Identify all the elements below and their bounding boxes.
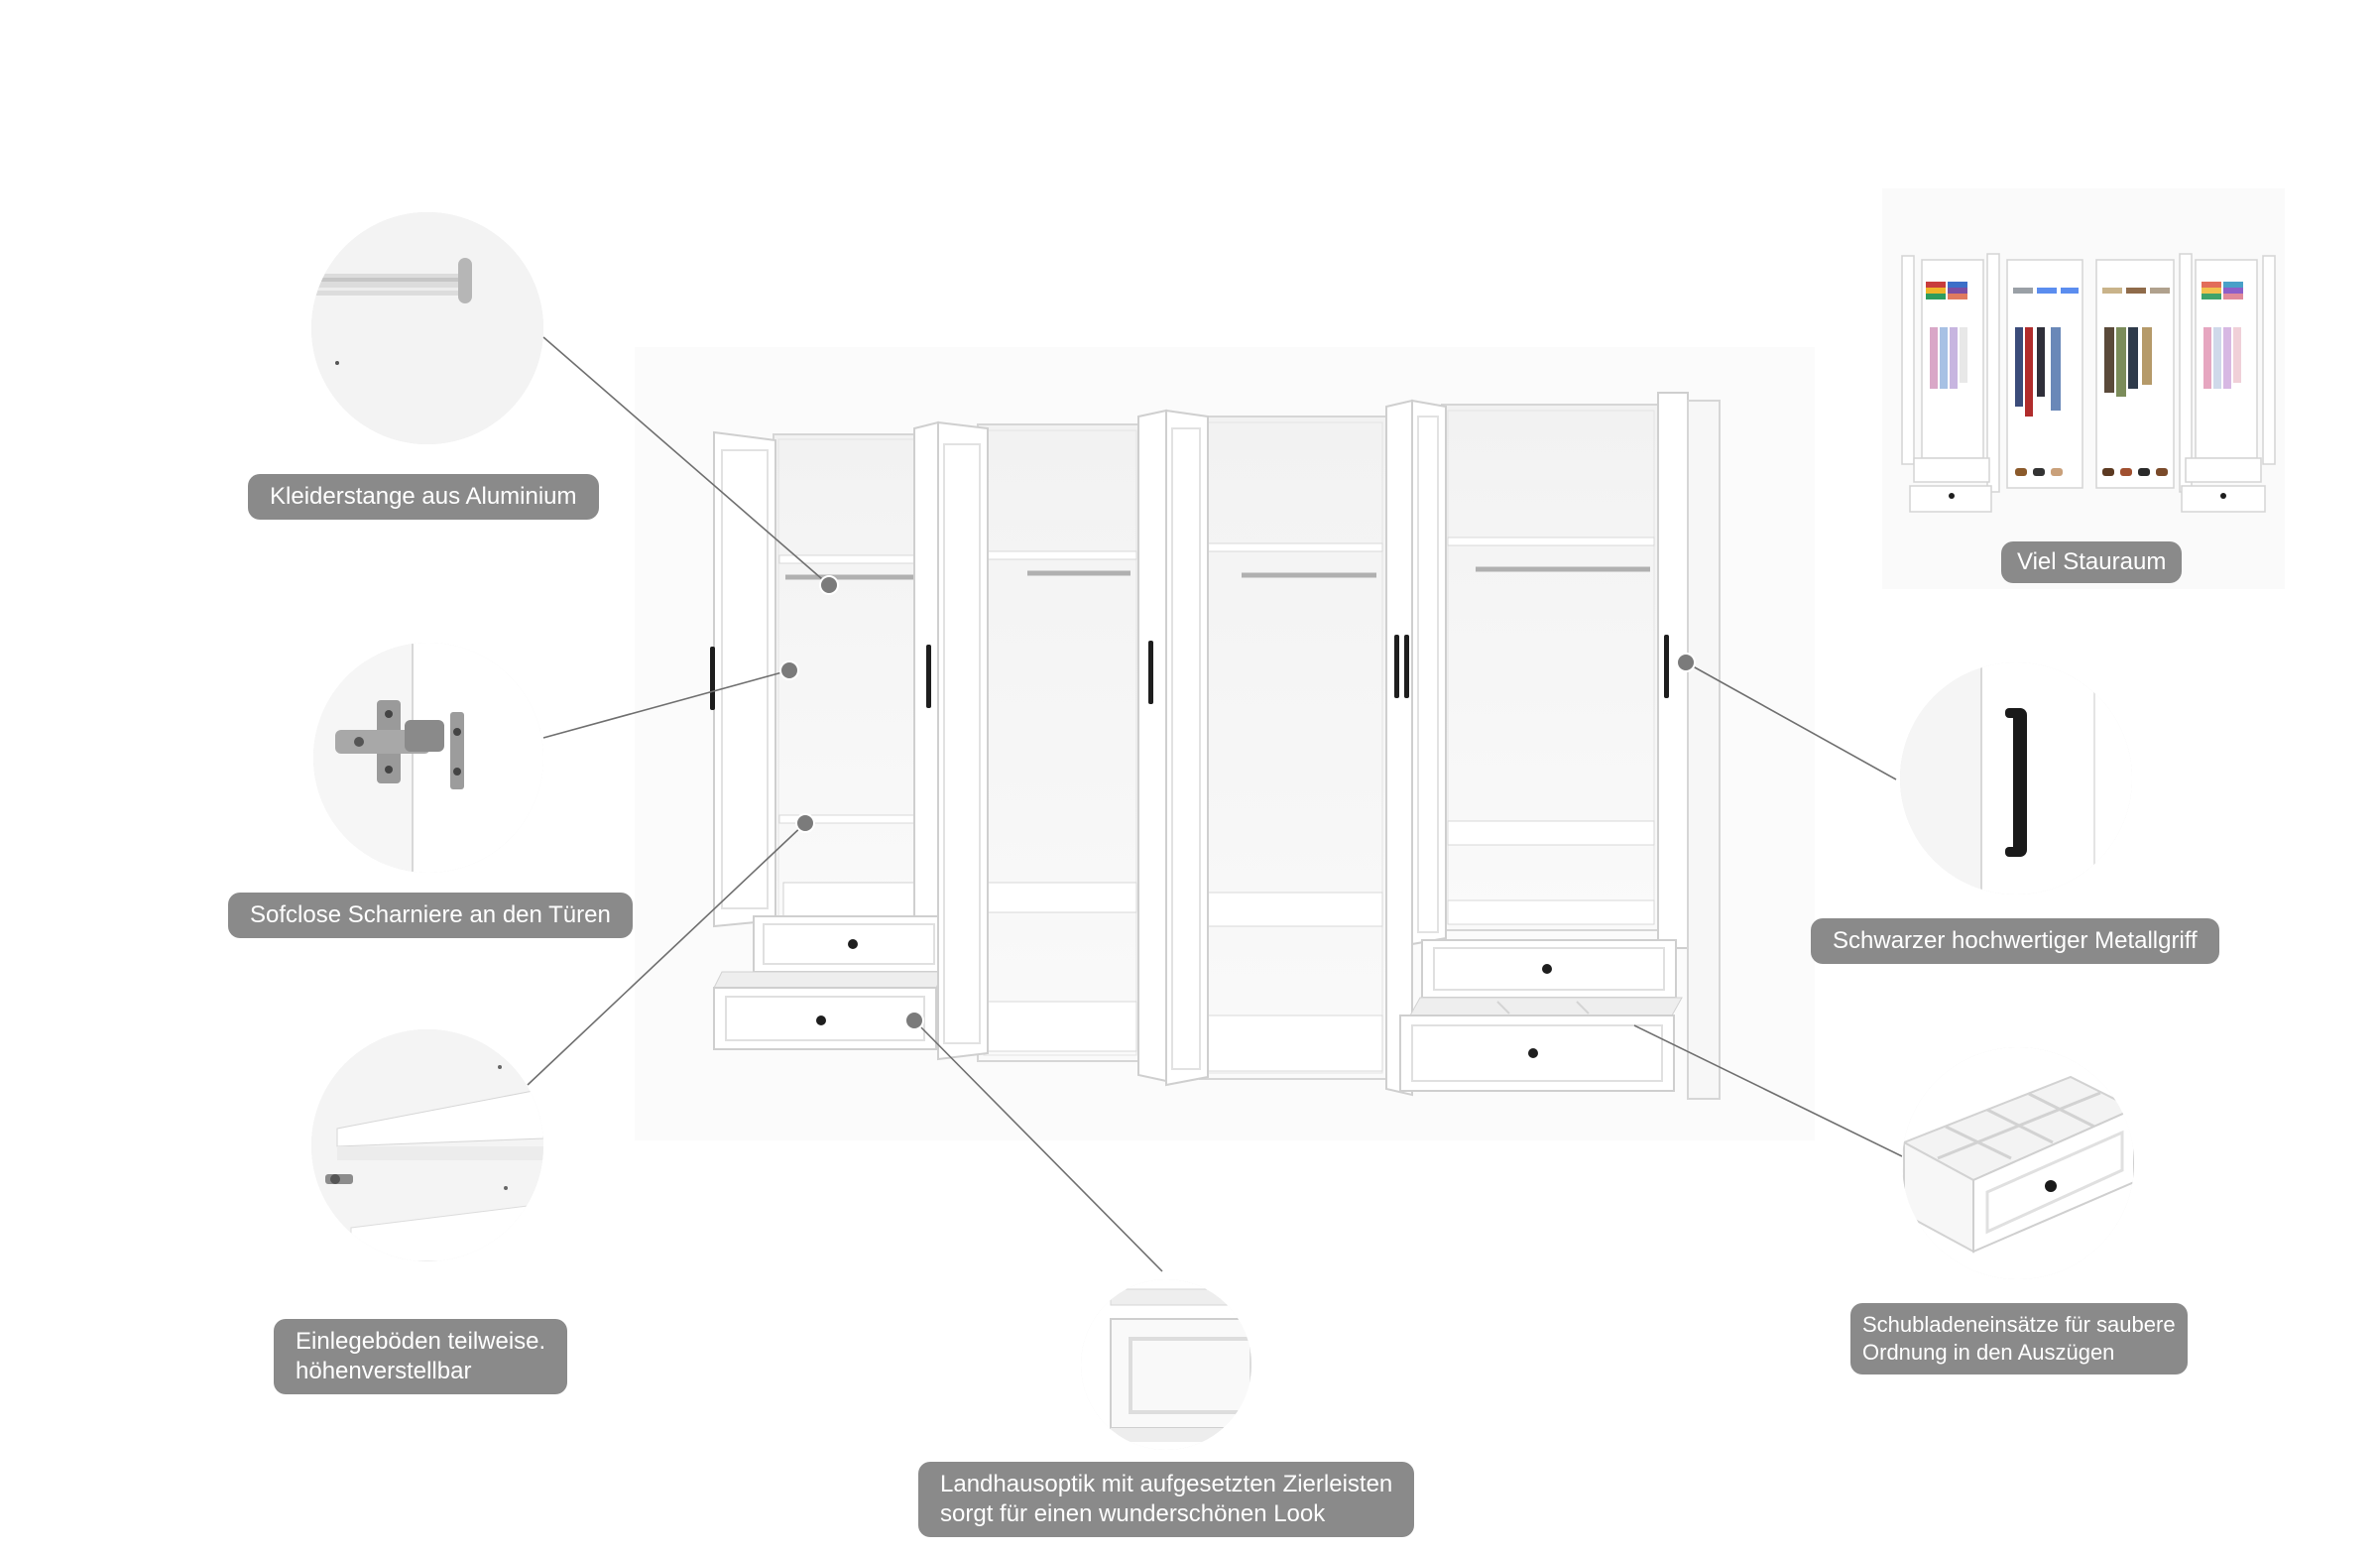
callout-softclose-hinges: Sofclose Scharniere an den Türen <box>228 893 633 938</box>
callout-drawer-inserts: Schubladeneinsätze für saubere Ordnung i… <box>1850 1303 2188 1374</box>
wardrobe-section-2 <box>937 409 1167 1083</box>
wardrobe-section-1 <box>710 420 945 1050</box>
callout-drawer-inserts-line2: Ordnung in den Auszügen <box>1862 1340 2115 1365</box>
filled-wardrobe-thumbnail-icon <box>1882 188 2285 589</box>
hinge-detail-icon <box>313 643 543 873</box>
wardrobe-section-4 <box>1399 392 1721 1100</box>
trim-detail-icon <box>1081 1279 1251 1450</box>
leader-dots <box>779 575 1696 1030</box>
callout-clothes-rail: Kleiderstange aus Aluminium <box>248 474 599 520</box>
handle-detail-icon <box>1900 662 2132 895</box>
shelf-detail-icon <box>311 1029 543 1261</box>
callout-adjustable-shelves: Einlegeböden teilweise. höhenverstellbar <box>274 1319 568 1394</box>
callout-storage-space: Viel Stauraum <box>2001 541 2183 583</box>
callout-country-style-trim: Landhausoptik mit aufgesetzten Zierleist… <box>918 1462 1415 1537</box>
drawer-insert-detail-icon <box>1902 1047 2134 1279</box>
callout-adjustable-shelves-line2: höhenverstellbar <box>296 1358 472 1384</box>
callout-drawer-inserts-line1: Schubladeneinsätze für saubere <box>1862 1312 2176 1337</box>
callout-metal-handle: Schwarzer hochwertiger Metallgriff <box>1811 918 2219 964</box>
wardrobe-section-3 <box>1165 399 1413 1097</box>
callout-country-style-trim-line2: sorgt für einen wunderschönen Look <box>940 1500 1326 1527</box>
callout-country-style-trim-line1: Landhausoptik mit aufgesetzten Zierleist… <box>940 1471 1393 1497</box>
leader-lines <box>527 336 1903 1272</box>
clothes-rail-detail-icon <box>311 212 543 444</box>
callout-adjustable-shelves-line1: Einlegeböden teilweise. <box>296 1328 546 1355</box>
